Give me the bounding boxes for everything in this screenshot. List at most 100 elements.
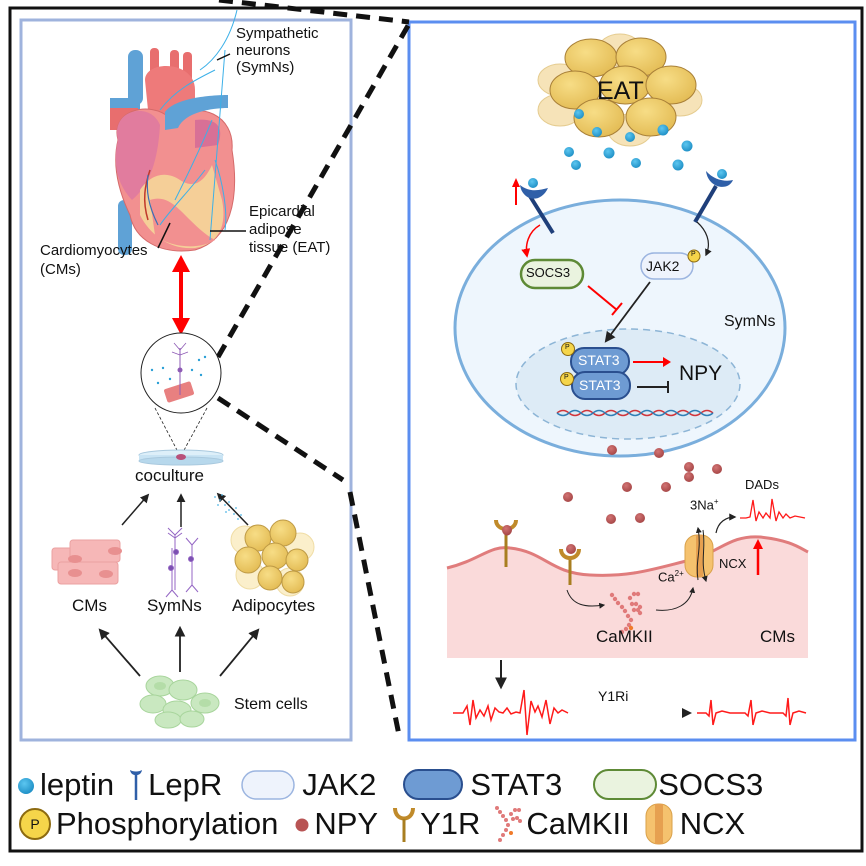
- jak2-phospho-badge: [687, 249, 701, 263]
- leptin-dot-icon: [18, 778, 34, 794]
- cms-heart-label-line1: Cardiomyocytes: [40, 242, 148, 259]
- eat-label: EAT: [597, 77, 644, 105]
- jak2-pill: [640, 252, 694, 280]
- stat3-top-phospho-symbol: P: [565, 344, 570, 351]
- legend-label-stat3: STAT3: [470, 767, 563, 802]
- legend-item-y1r: Y1R: [392, 804, 480, 844]
- ca-ion-label: Ca2+: [658, 569, 684, 585]
- symns-label-line2: neurons: [236, 42, 291, 59]
- coculture-label: coculture: [135, 466, 204, 485]
- na-ion-label: 3Na+: [690, 497, 719, 513]
- adipocytes-cell-type-label: Adipocytes: [232, 596, 316, 615]
- petri-dish-icon: [138, 449, 224, 466]
- dads-label: DADs: [745, 477, 779, 492]
- arrow-stat3-activates-npy-head: [663, 357, 671, 367]
- stat3-bottom-label: STAT3: [579, 377, 621, 393]
- adipocytes-icon: [230, 519, 315, 597]
- arrow-ncx-to-dads: [715, 513, 737, 534]
- jak2-label: JAK2: [646, 258, 680, 274]
- y1r-receptor-right: [559, 548, 581, 585]
- heart-illustration: [110, 9, 246, 255]
- legend-row-2: P Phosphorylation NPY Y1R CaMKII: [18, 802, 759, 846]
- zoom-dashed-line-bottom-a: [216, 395, 345, 483]
- lepr-receptor-left: [520, 178, 555, 235]
- npy-gene-label: NPY: [679, 362, 723, 385]
- legend-label-ncx: NCX: [679, 806, 746, 841]
- stat3-inhibits-npy: [637, 381, 669, 393]
- symns-cell-type-label: SymNs: [147, 596, 202, 615]
- phosphorylation-icon: P: [19, 808, 51, 840]
- outer-frame: [8, 6, 864, 853]
- camkii-legend-icon: [495, 806, 523, 842]
- legend-item-ncx: NCX: [644, 802, 745, 846]
- legend-label-camkii: CaMKII: [526, 806, 630, 841]
- legend-item-socs3: SOCS3: [592, 767, 763, 803]
- zoom-dashed-line-bottom-b: [347, 491, 403, 741]
- coculture-magnified-circle: [140, 332, 222, 453]
- ecg-normal-trace: [697, 697, 807, 726]
- y1ri-treatment-arrow-head: [682, 708, 692, 718]
- legend-item-phosphorylation: P Phosphorylation: [18, 806, 278, 842]
- na-ion-charge: +: [713, 497, 719, 506]
- arrow-camkii-to-ncx: [655, 586, 696, 611]
- socs3-pill: [519, 258, 585, 290]
- arrow-jak2-to-stat3: [604, 281, 651, 343]
- eat-label-line3: tissue (EAT): [249, 239, 331, 256]
- cms-region-label: CMs: [760, 627, 795, 646]
- sympathetic-neurons-icon: [165, 527, 199, 598]
- stat3-pill-icon: [403, 769, 464, 800]
- legend-label-jak2: JAK2: [302, 767, 377, 802]
- arrows-to-coculture: [121, 492, 249, 527]
- jak2-pill-icon: [241, 770, 295, 800]
- symns-cell-label: SymNs: [724, 313, 776, 330]
- ncx-legend-icon: [645, 803, 673, 845]
- zoom-dashed-line-top: [218, 0, 410, 25]
- stat3-pill-bottom: [571, 371, 631, 400]
- ncx-channel-icon: [684, 526, 714, 583]
- socs3-label: SOCS3: [526, 265, 571, 280]
- symns-label-line1: Sympathetic: [236, 25, 319, 42]
- npy-dot-icon: [295, 818, 309, 832]
- legend-label-y1r: Y1R: [420, 806, 481, 841]
- cardiomyocyte-region: [447, 536, 808, 658]
- y1r-receptor-icon: [393, 807, 416, 842]
- legend-row-1: leptin LepR JAK2 STAT3 SOCS3: [16, 767, 777, 803]
- eat-label-line1: Epicardial: [249, 203, 315, 220]
- ca-ion-charge: 2+: [674, 569, 684, 578]
- dads-trace: [740, 498, 806, 522]
- socs3-inhibits-stat3: [587, 285, 623, 316]
- symns-label-line3: (SymNs): [236, 59, 295, 76]
- phosphorylation-symbol: P: [30, 816, 39, 832]
- stat3-bottom-phospho-badge: [560, 372, 574, 386]
- ca-ion-text: Ca: [658, 569, 675, 585]
- npy-molecules: [563, 445, 722, 524]
- stem-cells-icon: [139, 675, 220, 729]
- stem-cells-label: Stem cells: [234, 696, 308, 713]
- y1ri-label: Y1Ri: [598, 688, 629, 704]
- socs3-pill-icon: [593, 769, 658, 800]
- ecg-arrhythmic-trace: [453, 689, 569, 736]
- legend-label-socs3: SOCS3: [658, 767, 764, 802]
- legend-item-jak2: JAK2: [240, 767, 376, 803]
- stat3-bottom-phospho-symbol: P: [564, 374, 569, 381]
- arrow-lepr-to-socs3: [521, 224, 541, 258]
- legend-label-npy: NPY: [314, 806, 379, 841]
- arrow-y1r-to-camkii: [566, 589, 606, 609]
- npy-bound-right: [566, 544, 576, 554]
- lepr-upregulation-arrow: [512, 178, 520, 205]
- stat3-top-phospho-badge: [561, 342, 575, 356]
- ncx-upregulation-arrow: [753, 539, 763, 575]
- bidirectional-red-arrow: [172, 255, 190, 335]
- legend-label-phosphorylation: Phosphorylation: [56, 806, 279, 841]
- legend-label-lepr: LepR: [148, 767, 223, 802]
- stat3-top-label: STAT3: [578, 352, 620, 368]
- legend-item-camkii: CaMKII: [494, 804, 630, 844]
- eat-label-line2: adipose: [249, 221, 302, 238]
- legend-label-leptin: leptin: [40, 767, 115, 802]
- na-ion-text: 3Na: [690, 497, 714, 513]
- lepr-receptor-icon: [130, 770, 143, 800]
- legend-item-stat3: STAT3: [402, 767, 562, 803]
- lepr-receptor-right: [693, 169, 733, 224]
